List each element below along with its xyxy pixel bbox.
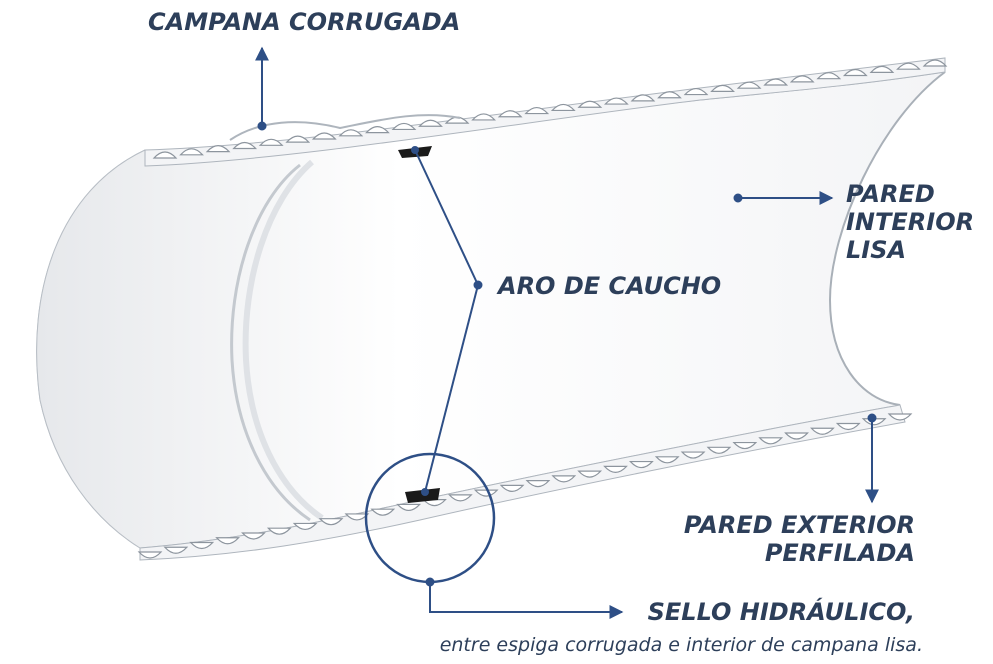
- gasket-bottom: [405, 488, 440, 503]
- corrugation-rib: [152, 151, 178, 159]
- corrugation-rib: [758, 437, 784, 445]
- corrugation-rib: [241, 532, 266, 540]
- corrugation-rib: [525, 480, 551, 488]
- label-pared-interior-lisa: PARED INTERIOR LISA: [846, 180, 974, 264]
- leader-pared-exterior-dot: [867, 413, 877, 423]
- label-pared-exterior-line2: PERFILADA: [764, 539, 915, 567]
- corrugation-rib: [179, 148, 204, 156]
- corrugation-rib: [630, 94, 656, 102]
- corrugation-rib: [344, 513, 370, 521]
- corrugation-rib: [577, 470, 603, 478]
- leader-campana-dot: [257, 121, 267, 131]
- corrugation-rib: [629, 460, 654, 469]
- label-pared-interior-line1: PARED: [846, 180, 935, 208]
- leader-sello: [429, 582, 624, 619]
- corrugation-rib: [497, 110, 523, 118]
- corrugation-rib: [842, 68, 868, 77]
- corrugation-rib: [266, 527, 292, 535]
- corrugation-rib: [137, 551, 163, 559]
- corrugation-rib: [869, 65, 895, 73]
- corrugation-rib: [311, 132, 337, 140]
- corrugation-rib: [189, 541, 215, 550]
- corrugation-rib: [603, 465, 628, 473]
- label-campana-corrugada: CAMPANA CORRUGADA: [148, 8, 461, 36]
- pipe-far-end: [828, 71, 946, 406]
- corrugation-rib: [657, 91, 682, 99]
- leader-pared-interior-dot: [733, 193, 743, 203]
- corrugation-rib: [922, 59, 948, 67]
- corrugation-rib: [550, 103, 576, 112]
- corrugation-rib: [338, 129, 364, 137]
- leader-sello-dot: [425, 577, 435, 587]
- corrugation-rib: [232, 141, 258, 150]
- label-aro-de-caucho: ARO DE CAUCHO: [498, 272, 722, 300]
- pipe-interior: [36, 71, 946, 549]
- corrugation-rib: [736, 81, 762, 89]
- label-pared-interior-line2: INTERIOR: [846, 208, 975, 236]
- leader-aro-dot: [473, 280, 483, 290]
- corrugation-rib: [784, 432, 809, 440]
- pipe-body: [36, 71, 946, 549]
- corrugation-rib: [499, 484, 525, 492]
- corrugation-rib: [473, 489, 499, 497]
- corrugation-rib: [418, 119, 443, 127]
- label-pared-exterior-line1: PARED EXTERIOR: [683, 511, 915, 539]
- label-pared-exterior-perfilada: PARED EXTERIOR PERFILADA: [684, 511, 915, 567]
- top-corrugated-wall: [144, 57, 948, 167]
- corrugation-rib: [524, 106, 550, 115]
- leader-aro-bottom: [424, 284, 479, 493]
- corrugation-rib: [680, 451, 706, 459]
- corrugation-rib: [422, 499, 447, 507]
- corrugation-rib: [205, 145, 231, 153]
- corrugation-rib: [365, 126, 390, 134]
- corrugation-rib: [370, 508, 396, 516]
- leader-aro-top: [414, 149, 479, 286]
- corrugation-rib: [789, 75, 815, 83]
- corrugation-rib: [810, 427, 835, 435]
- spigot-edge: [230, 163, 311, 522]
- corrugation-rib: [391, 122, 417, 131]
- corrugation-rib: [835, 422, 861, 431]
- corrugation-rib: [706, 446, 732, 454]
- corrugation-rib: [896, 62, 921, 70]
- corrugation-rib: [710, 84, 735, 92]
- corrugation-rib: [551, 475, 577, 483]
- bottom-corrugated-wall: [137, 404, 913, 561]
- corrugation-rib: [215, 537, 240, 545]
- corrugation-rib: [683, 87, 709, 96]
- corrugation-rib: [471, 113, 496, 121]
- corrugation-rib: [292, 522, 318, 531]
- note-sello-hidraulico: entre espiga corrugada e interior de cam…: [439, 634, 923, 656]
- label-pared-interior-line3: LISA: [846, 236, 907, 264]
- corrugation-rib: [732, 441, 758, 450]
- corrugation-rib: [447, 494, 473, 502]
- corrugation-rib: [396, 503, 421, 512]
- corrugation-rib: [285, 135, 311, 143]
- corrugation-rib: [887, 413, 913, 421]
- corrugation-rib: [577, 100, 603, 108]
- corrugation-rib: [816, 72, 842, 80]
- corrugation-rib: [763, 78, 789, 86]
- leader-lines: [255, 46, 879, 619]
- corrugation-rib: [318, 518, 344, 526]
- corrugation-rib: [604, 97, 629, 105]
- corrugation-rib: [258, 138, 284, 146]
- corrugation-rib: [163, 546, 189, 554]
- corrugation-rib: [654, 456, 680, 464]
- label-sello-hidraulico: SELLO HIDRÁULICO,: [647, 598, 915, 626]
